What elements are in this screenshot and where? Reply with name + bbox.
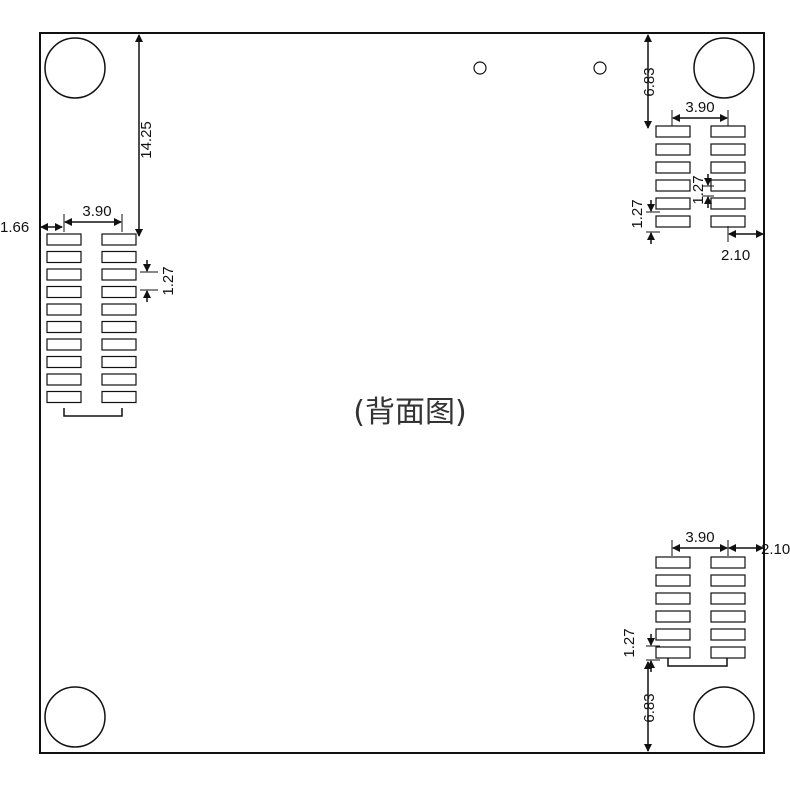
left-pad-c1-r3 <box>46 268 82 281</box>
dim-label-tr-pitch-y-left: 1.27 <box>629 199 646 228</box>
dim-label-left-pitch-y: 1.27 <box>160 266 177 295</box>
bottom-right-pad-c2-r4 <box>710 610 746 623</box>
dim-label-br-pitch-y: 1.27 <box>621 628 638 657</box>
left-pad-c1-r9 <box>46 373 82 386</box>
mounting-hole-top-left <box>44 37 106 99</box>
left-pad-c1-r2 <box>46 250 82 264</box>
left-pad-c2-r6 <box>101 320 137 334</box>
top-right-pad-c1-r5 <box>655 197 691 210</box>
bottom-right-pad-c2-r3 <box>710 592 746 605</box>
board-outline <box>39 32 765 754</box>
left-pad-c2-r9 <box>101 373 137 386</box>
bottom-right-pad-c1-r3 <box>655 592 691 605</box>
alignment-hole-2 <box>593 61 607 75</box>
dim-label-tr-top-offset: 6.83 <box>641 67 658 96</box>
bottom-right-connector-pads <box>655 556 746 659</box>
top-right-pad-c2-r1 <box>710 125 746 138</box>
bottom-right-pad-c1-r6 <box>655 646 691 659</box>
dim-label-tr-pitch-x: 3.90 <box>685 99 714 116</box>
mounting-hole-bottom-right <box>693 686 755 748</box>
dim-label-tr-pitch-y-right: 1.27 <box>690 175 707 204</box>
left-pad-c2-r1 <box>101 233 137 246</box>
bottom-right-pad-c2-r5 <box>710 628 746 641</box>
dim-label-tr-edge-offset: 2.10 <box>721 247 750 264</box>
dim-label-left-top-offset: 14.25 <box>138 121 155 159</box>
left-connector-bracket <box>63 408 123 417</box>
dim-label-br-bottom-offset: 6.83 <box>641 693 658 722</box>
top-right-pad-c2-r6 <box>710 215 746 228</box>
bottom-right-pad-c1-r1 <box>655 556 691 569</box>
left-pad-c2-r5 <box>101 303 137 316</box>
left-pad-c1-r1 <box>46 233 82 246</box>
bottom-right-pad-c2-r6 <box>710 646 746 659</box>
dim-label-left-edge-offset: 1.66 <box>0 219 29 236</box>
top-right-pad-c1-r6 <box>655 215 691 228</box>
top-right-pad-c2-r2 <box>710 143 746 156</box>
left-pad-c2-r7 <box>101 338 137 351</box>
left-pad-c2-r4 <box>101 285 137 299</box>
dim-label-br-edge-offset: 2.10 <box>761 541 790 558</box>
bottom-right-pad-c1-r4 <box>655 610 691 623</box>
dim-label-br-pitch-x: 3.90 <box>685 529 714 546</box>
top-right-pad-c1-r1 <box>655 125 691 138</box>
top-right-pad-c1-r2 <box>655 143 691 156</box>
left-connector-pads <box>46 233 137 404</box>
alignment-hole-1 <box>473 61 487 75</box>
left-pad-c1-r6 <box>46 320 82 334</box>
view-title: (背面图) <box>353 395 466 430</box>
top-right-pad-c1-r3 <box>655 161 691 174</box>
left-pad-c1-r8 <box>46 355 82 369</box>
left-pad-c1-r10 <box>46 390 82 404</box>
left-pad-c1-r5 <box>46 303 82 316</box>
bottom-right-pad-c1-r2 <box>655 574 691 587</box>
top-right-pad-c2-r3 <box>710 161 746 174</box>
left-pad-c1-r4 <box>46 285 82 299</box>
top-right-pad-c2-r5 <box>710 197 746 210</box>
left-pad-c2-r3 <box>101 268 137 281</box>
bottom-right-pad-c1-r5 <box>655 628 691 641</box>
bottom-right-pad-c2-r2 <box>710 574 746 587</box>
br-connector-bracket <box>667 658 728 667</box>
dim-label-left-pitch-x: 3.90 <box>82 203 111 220</box>
left-pad-c2-r8 <box>101 355 137 369</box>
top-right-pad-c2-r4 <box>710 179 746 192</box>
left-pad-c2-r10 <box>101 390 137 404</box>
left-pad-c1-r7 <box>46 338 82 351</box>
mounting-hole-bottom-left <box>44 686 106 748</box>
bottom-right-pad-c2-r1 <box>710 556 746 569</box>
mounting-hole-top-right <box>693 37 755 99</box>
top-right-pad-c1-r4 <box>655 179 691 192</box>
left-pad-c2-r2 <box>101 250 137 264</box>
